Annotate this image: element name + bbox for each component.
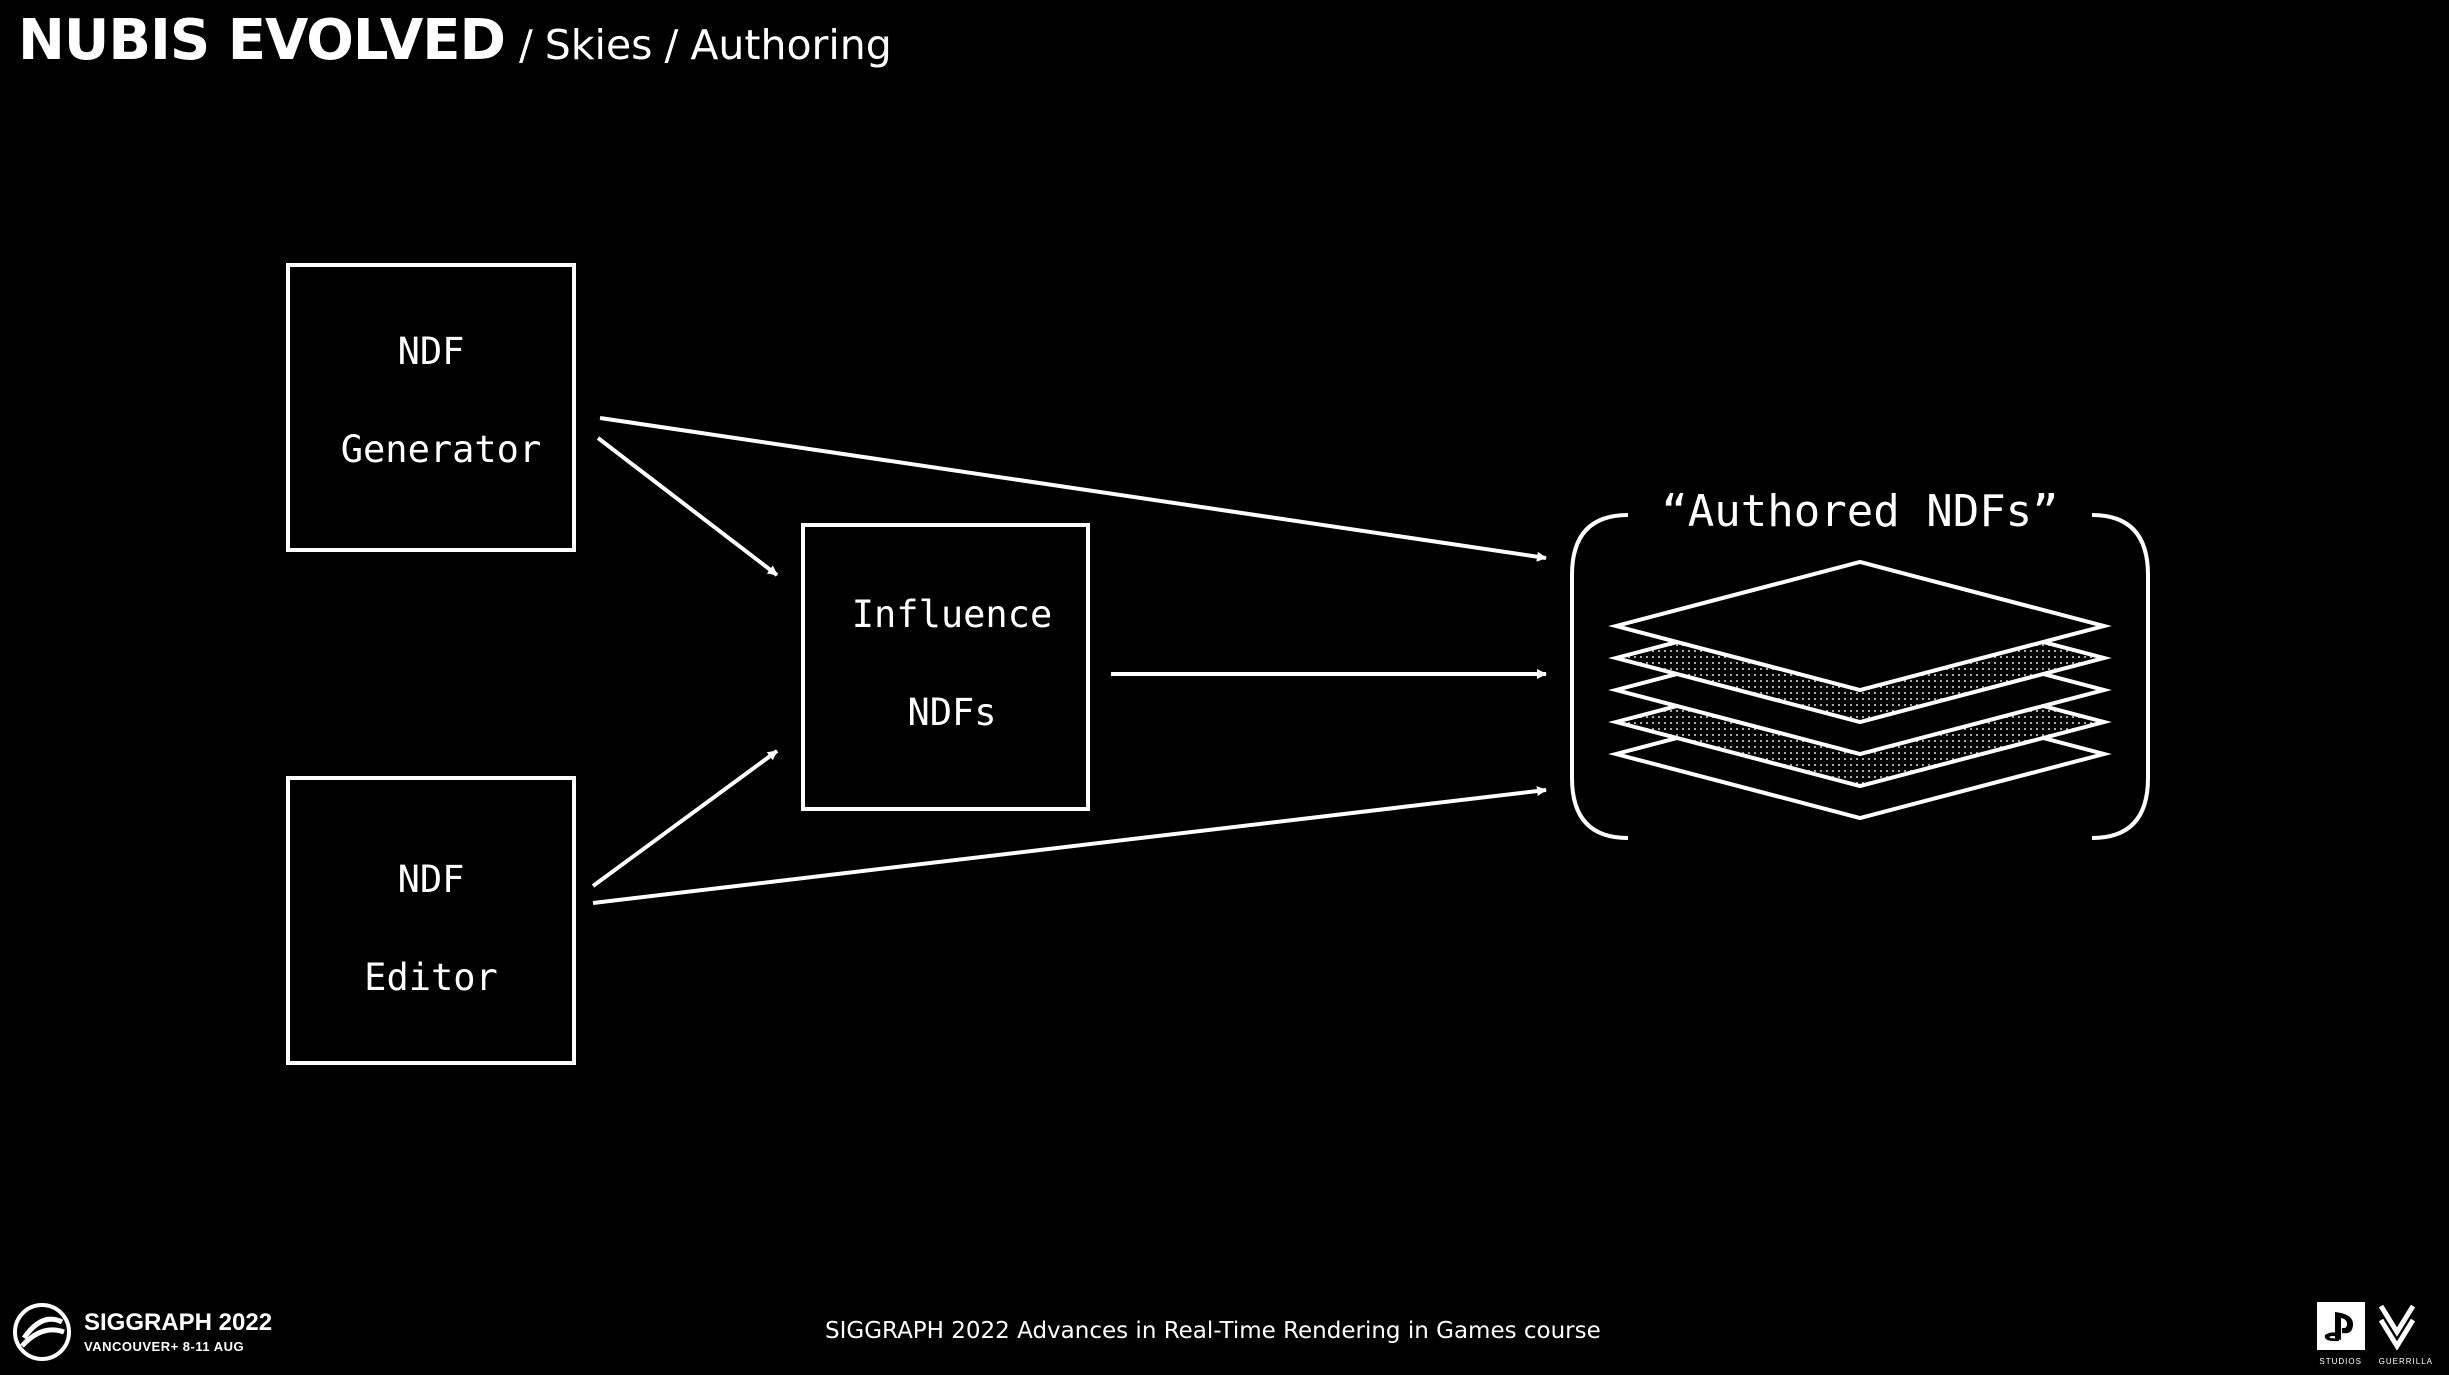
ndf-editor-line1: NDF (398, 858, 465, 901)
guerrilla-logo-icon (2378, 1304, 2415, 1351)
authored-ndfs-label: “Authored NDFs” (1661, 486, 2058, 537)
stack-brackets (1570, 513, 2150, 840)
ndf-editor-line2: Editor (364, 956, 498, 999)
guerrilla-caption: GUERRILLA (2378, 1357, 2433, 1366)
slide-title: NUBIS EVOLVED (18, 8, 506, 73)
arrow-editor-to-stack (592, 786, 1547, 905)
ndf-generator-line1: NDF (398, 330, 465, 373)
siggraph-subtitle: VANCOUVER+ 8-11 AUG (84, 1339, 245, 1354)
arrow-generator-to-influence (596, 436, 779, 577)
influence-ndfs-box: Influence NDFs (801, 523, 1090, 811)
studio-logos: STUDIOS GUERRILLA (2316, 1302, 2433, 1366)
siggraph-logo-icon (13, 1303, 71, 1361)
siggraph-branding: SIGGRAPH 2022 VANCOUVER+ 8-11 AUG (12, 1302, 272, 1362)
breadcrumb-skies: Skies (544, 21, 653, 69)
influence-ndfs-line2: NDFs (907, 691, 996, 734)
ndf-layer-1 (1608, 559, 2112, 693)
breadcrumb-separator-2: / (664, 21, 679, 69)
slide-header: NUBIS EVOLVED / Skies / Authoring (18, 8, 892, 73)
breadcrumb-authoring: Authoring (690, 21, 892, 69)
left-bracket (1570, 513, 1629, 840)
siggraph-title: SIGGRAPH 2022 (84, 1309, 273, 1336)
playstation-caption: STUDIOS (2319, 1357, 2362, 1366)
ndf-generator-box: NDF Generator (286, 263, 576, 552)
ndf-layer-stack (1608, 559, 2112, 821)
arrows (591, 416, 1547, 905)
influence-ndfs-line1: Influence (852, 593, 1052, 636)
breadcrumb-separator-1: / (518, 21, 533, 69)
right-bracket (2091, 513, 2150, 840)
arrow-generator-to-stack (599, 416, 1547, 562)
ndf-generator-line2: Generator (341, 428, 541, 471)
playstation-logo-icon (2316, 1302, 2365, 1350)
footer-course-text: SIGGRAPH 2022 Advances in Real-Time Rend… (825, 1318, 1601, 1344)
arrow-editor-to-influence (591, 749, 779, 888)
ndf-editor-box: NDF Editor (286, 776, 576, 1065)
